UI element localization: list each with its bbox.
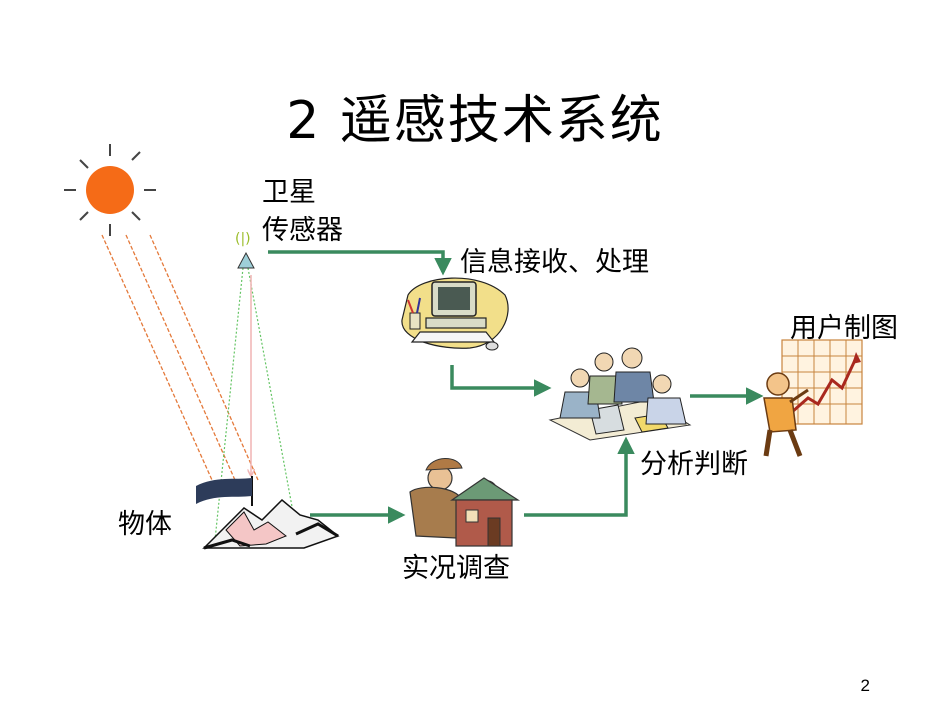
sensor-beam	[214, 267, 294, 541]
field-survey-label: 实况调查	[402, 553, 510, 584]
satellite-label: 卫星	[262, 177, 316, 208]
detective-house-icon	[409, 458, 521, 547]
satellite-icon: (|)	[235, 231, 255, 269]
sensor-label: 传感器	[262, 215, 343, 246]
svg-text:(|): (|)	[235, 231, 251, 247]
presenter-chart-icon	[763, 339, 863, 457]
analysis-label: 分析判断	[640, 449, 748, 480]
sun-rays	[101, 234, 259, 481]
object-label: 物体	[118, 509, 172, 540]
slide-title: 2 遥感技术系统	[286, 91, 664, 151]
page-number: 2	[860, 676, 870, 695]
computer-icon	[401, 277, 509, 351]
flow-arrows	[268, 250, 764, 524]
receive-process-label: 信息接收、处理	[460, 247, 649, 278]
mountain-icon	[196, 476, 340, 550]
sun-icon	[64, 144, 156, 236]
meeting-icon	[548, 347, 692, 441]
user-map-label: 用户制图	[790, 313, 898, 344]
